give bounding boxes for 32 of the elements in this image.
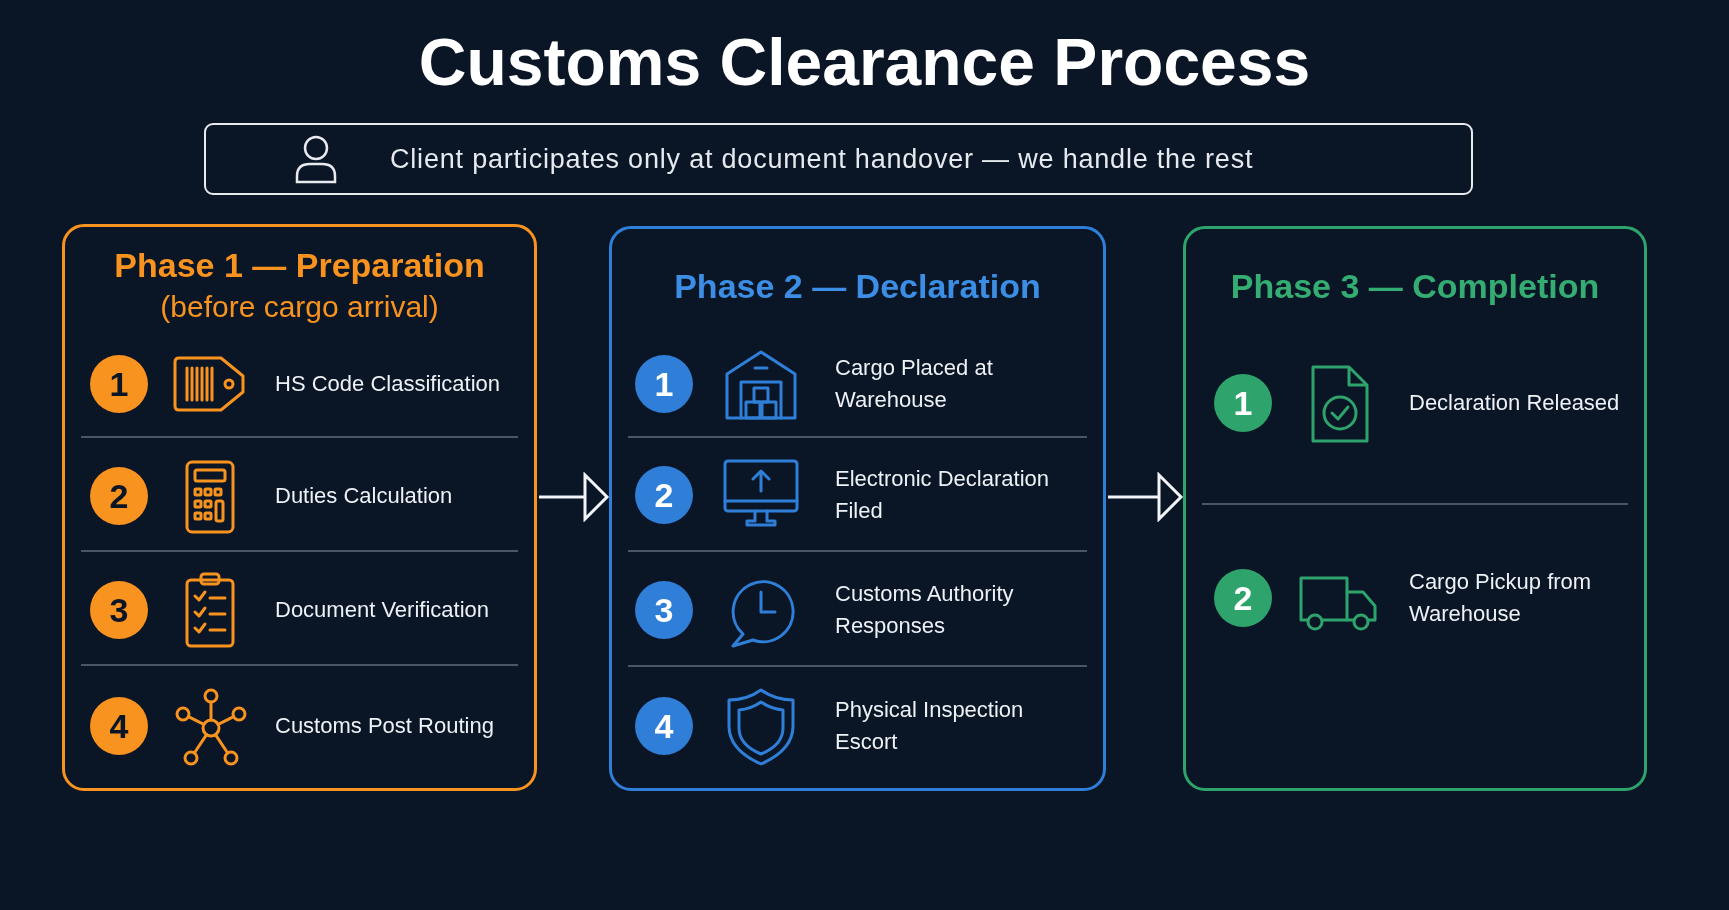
- info-banner: [204, 123, 1473, 195]
- step-label: Cargo Pickup from Warehouse: [1409, 568, 1593, 628]
- phase-panel: [609, 226, 1106, 791]
- step-number: 2: [90, 467, 148, 525]
- step-label: Customs Post Routing: [275, 712, 495, 741]
- step-label: Document Verification: [275, 596, 490, 625]
- step-label: Duties Calculation: [275, 482, 454, 511]
- step-number: 1: [635, 355, 693, 413]
- step-label: Customs Authority Responses: [835, 580, 1015, 640]
- step-number: 4: [90, 697, 148, 755]
- step-number: 3: [90, 581, 148, 639]
- phase-heading: Phase 3 — Completion: [1229, 266, 1601, 306]
- phase-panel: [62, 224, 537, 791]
- phase-heading: Phase 2 — Declaration: [673, 266, 1042, 306]
- flow-arrow: [1108, 473, 1183, 521]
- step-number: 1: [90, 355, 148, 413]
- step-label: Cargo Placed at Warehouse: [835, 354, 994, 414]
- step-number: 1: [1214, 374, 1272, 432]
- step-label: Electronic Declaration Filed: [835, 465, 1050, 525]
- step-number: 2: [1214, 569, 1272, 627]
- banner-text: Client participates only at document handover — we handle the rest: [390, 143, 1254, 175]
- flow-arrow: [539, 473, 609, 521]
- phase-heading: Phase 1 — Preparation: [113, 245, 486, 285]
- title: Customs Clearance Process: [417, 24, 1312, 101]
- step-number: 3: [635, 581, 693, 639]
- phase-panel: [1183, 226, 1647, 791]
- step-label: HS Code Classification: [275, 370, 501, 399]
- step-number: 2: [635, 466, 693, 524]
- phase-subheading: (before cargo arrival): [159, 289, 440, 325]
- step-label: Physical Inspection Escort: [835, 696, 1025, 756]
- step-number: 4: [635, 697, 693, 755]
- step-label: Declaration Released: [1409, 389, 1621, 418]
